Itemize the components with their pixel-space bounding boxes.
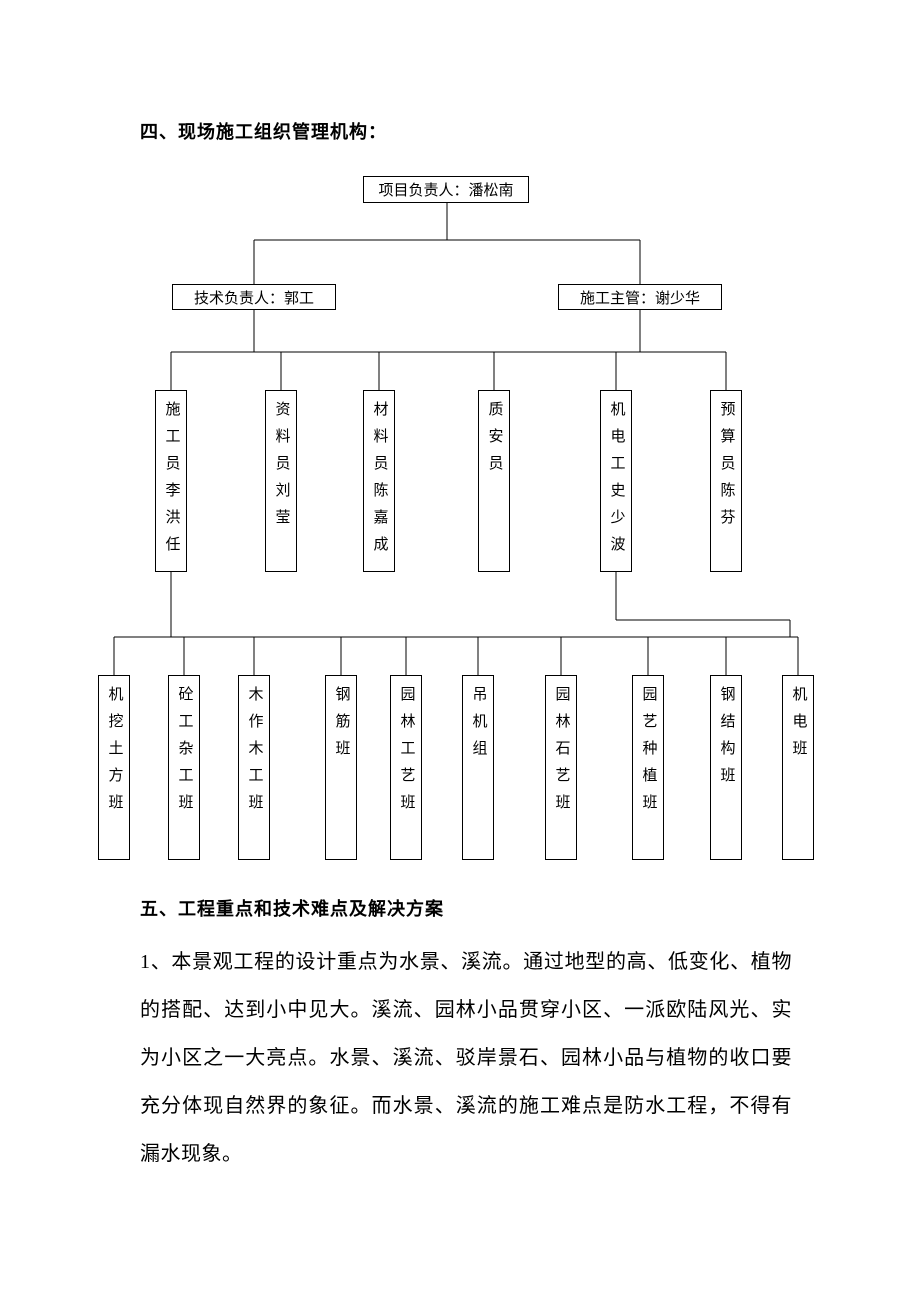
org-box-stone-art-team-label: 园林石艺班 <box>553 686 570 821</box>
org-box-concrete-team: 砼工杂工班 <box>168 675 200 860</box>
org-box-planting-team: 园艺种植班 <box>632 675 664 860</box>
org-box-carpentry-team-label: 木作木工班 <box>246 686 263 821</box>
org-box-data-clerk: 资料员刘莹 <box>265 390 297 572</box>
org-box-electromechanical-team-label: 机电班 <box>790 686 807 767</box>
org-box-construction-worker-label: 施工员李洪任 <box>163 401 180 563</box>
org-box-rebar-team-label: 钢筋班 <box>333 686 350 767</box>
org-box-quality-safety-officer: 质安员 <box>478 390 510 572</box>
section4-heading: 四、现场施工组织管理机构： <box>140 122 387 142</box>
org-box-budget-officer-label: 预算员陈芬 <box>718 401 735 536</box>
org-box-rebar-team: 钢筋班 <box>325 675 357 860</box>
org-box-construction-supervisor: 施工主管：谢少华 <box>558 284 722 310</box>
org-box-garden-craft-team-label: 园林工艺班 <box>398 686 415 821</box>
org-box-steel-structure-team: 钢结构班 <box>710 675 742 860</box>
org-box-construction-supervisor-label: 施工主管：谢少华 <box>579 290 700 307</box>
org-box-electromechanical-worker: 机电工史少波 <box>600 390 632 572</box>
org-box-carpentry-team: 木作木工班 <box>238 675 270 860</box>
org-box-technical-leader-label: 技术负责人：郭工 <box>193 290 314 307</box>
section5-heading: 五、工程重点和技术难点及解决方案 <box>140 899 444 919</box>
org-box-excavation-team-label: 机挖土方班 <box>106 686 123 821</box>
section5-paragraph: 1、本景观工程的设计重点为水景、溪流。通过地型的高、低变化、植物的搭配、达到小中… <box>140 951 792 1165</box>
org-box-technical-leader: 技术负责人：郭工 <box>172 284 336 310</box>
org-box-planting-team-label: 园艺种植班 <box>640 686 657 821</box>
org-box-material-clerk: 材料员陈嘉成 <box>363 390 395 572</box>
org-box-steel-structure-team-label: 钢结构班 <box>718 686 735 794</box>
org-box-project-leader-label: 项目负责人：潘松南 <box>378 183 514 199</box>
org-box-electromechanical-team: 机电班 <box>782 675 814 860</box>
connector-lines <box>113 203 799 675</box>
org-box-material-clerk-label: 材料员陈嘉成 <box>371 401 388 563</box>
org-box-garden-craft-team: 园林工艺班 <box>390 675 422 860</box>
org-box-crane-team: 吊机组 <box>462 675 494 860</box>
org-box-project-leader: 项目负责人：潘松南 <box>363 176 529 203</box>
org-box-quality-safety-officer-label: 质安员 <box>486 401 503 482</box>
org-box-crane-team-label: 吊机组 <box>470 686 487 767</box>
org-box-data-clerk-label: 资料员刘莹 <box>273 401 290 536</box>
org-box-budget-officer: 预算员陈芬 <box>710 390 742 572</box>
org-box-stone-art-team: 园林石艺班 <box>545 675 577 860</box>
org-box-electromechanical-worker-label: 机电工史少波 <box>608 401 625 563</box>
org-box-construction-worker: 施工员李洪任 <box>155 390 187 572</box>
org-box-excavation-team: 机挖土方班 <box>98 675 130 860</box>
org-box-concrete-team-label: 砼工杂工班 <box>176 686 193 821</box>
